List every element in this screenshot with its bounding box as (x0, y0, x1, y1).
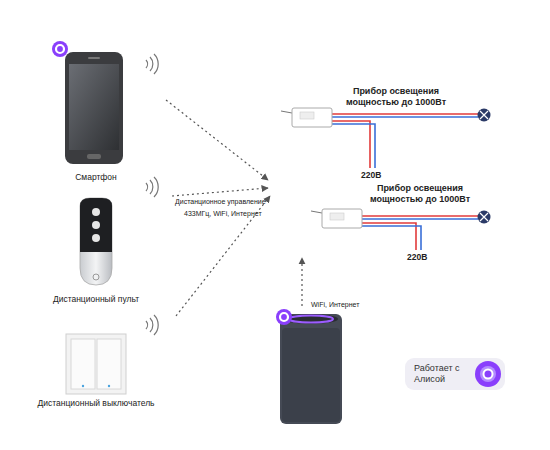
device-label: Смартфон (41, 172, 151, 182)
node-text: Работает с Алисой (414, 363, 471, 385)
alice-logo (52, 41, 68, 57)
node-text: Прибор освещения мощностью до 1000Вт (331, 86, 461, 108)
annotation-label: WiFi, Интернет (311, 301, 359, 308)
annotation-label: Дистанционное управление (175, 198, 266, 205)
device-label: Дистанционный выключатель (36, 398, 156, 408)
alice-logo (276, 309, 292, 325)
smartphone-illustration (65, 52, 123, 164)
node-text: Дистанционный пульт (41, 294, 151, 304)
alice-logo (474, 360, 502, 388)
relay-module (281, 108, 362, 228)
node-text: Дистанционный выключатель (36, 398, 156, 408)
control-arrow (166, 100, 302, 316)
switch-illustration (66, 334, 126, 394)
speaker-illustration (280, 314, 342, 424)
remote-illustration (80, 198, 112, 285)
annotation-label: 433МГц, WiFi, Интернет (184, 210, 262, 217)
lamp-symbol (478, 109, 491, 224)
lighting-label: Прибор освещения мощностью до 1000Вт (331, 86, 461, 108)
wifi-signal (146, 54, 158, 335)
annotation-label: 220В (361, 170, 381, 180)
device-label: Дистанционный пульт (41, 294, 151, 304)
lighting-label: Прибор освещения мощностью до 1000Вт (355, 183, 485, 205)
annotation-label: 220В (407, 252, 427, 262)
relay-wiring (332, 114, 478, 250)
node-text: Смартфон (41, 172, 151, 182)
node-text: Прибор освещения мощностью до 1000Вт (355, 183, 485, 205)
